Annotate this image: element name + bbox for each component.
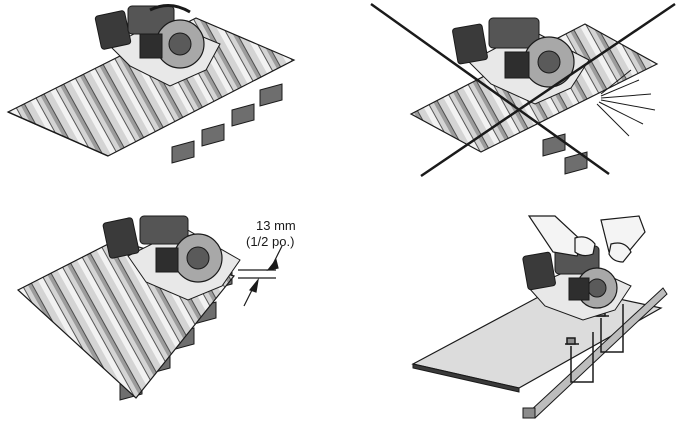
circular-saw [522, 245, 632, 321]
figure-edge-offset: 13 mm (1/2 po.) [0, 212, 338, 423]
circular-saw [102, 215, 241, 301]
incorrect-cut-illustration [370, 2, 676, 178]
figure-correct-cut [0, 0, 338, 211]
straight-edge-guide [522, 287, 668, 419]
operator-hands [527, 215, 646, 263]
offset-dimension [238, 245, 283, 307]
correct-cut-illustration [6, 4, 296, 164]
figure-clamped-cut [339, 212, 677, 423]
offset-measure-in: (1/2 po.) [246, 234, 294, 249]
offset-measure-mm: 13 mm [256, 218, 296, 233]
circular-saw [452, 17, 590, 105]
circular-saw [94, 4, 221, 87]
prohibition-cross [370, 2, 676, 178]
wood-battens [171, 83, 283, 164]
sparks [596, 69, 656, 137]
clamp [565, 332, 594, 383]
edge-offset-illustration: 13 mm (1/2 po.) [16, 215, 296, 401]
figure-incorrect-cut [339, 0, 677, 211]
clamped-cut-illustration [411, 215, 668, 419]
